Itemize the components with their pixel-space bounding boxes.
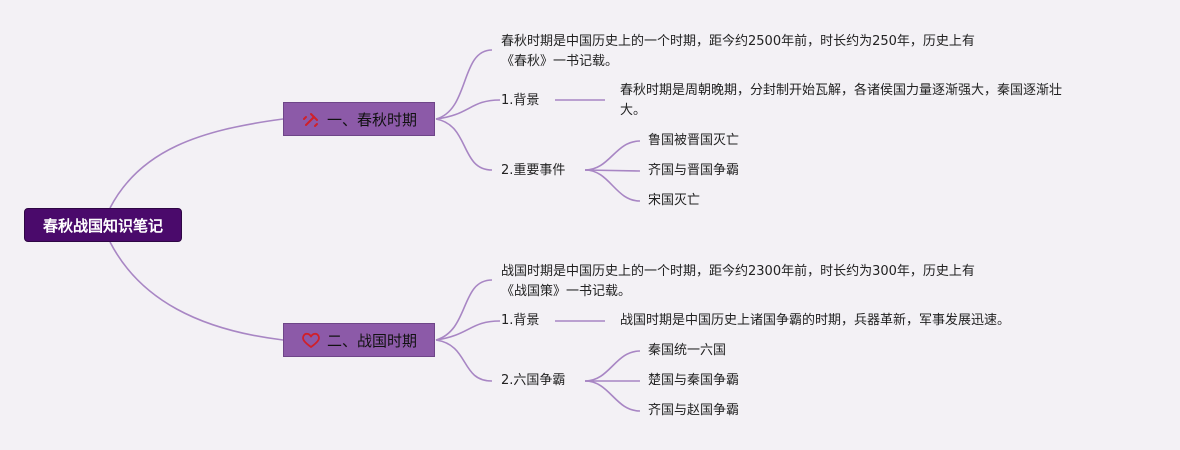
- b1-background-line1: 春秋时期是周朝晚期，分封制开始瓦解，各诸侯国力量逐渐强大，秦国逐渐壮: [620, 83, 1063, 98]
- link-root-branch1: [109, 118, 284, 209]
- b1-event-item: 齐国与晋国争霸: [648, 163, 740, 178]
- link-b1-background: [435, 99, 501, 120]
- b2-background-text: 战国时期是中国历史上诸国争霸的时期，兵器革新，军事发展迅速。: [620, 311, 1010, 331]
- b2-intro-text: 战国时期是中国历史上的一个时期，距今约2300年前，时长约为300年，历史上有 …: [501, 262, 975, 302]
- b1-intro-text: 春秋时期是中国历史上的一个时期，距今约2500年前，时长约为250年，历史上有 …: [501, 32, 975, 72]
- b2-background-label: 1.背景: [501, 313, 540, 328]
- b2-events-label: 2.六国争霸: [501, 373, 566, 388]
- link-b2-events: [435, 339, 493, 382]
- hammer-icon: [301, 109, 321, 129]
- link-b1-intro: [435, 49, 493, 120]
- b1-background-label: 1.背景: [501, 93, 540, 108]
- b2-event-item: 齐国与赵国争霸: [648, 403, 740, 418]
- b1-event-item: 鲁国被晋国灭亡: [648, 133, 740, 148]
- b2-event-item: 秦国统一六国: [648, 343, 727, 358]
- root-title: 春秋战国知识笔记: [42, 216, 163, 235]
- link-b2-intro: [435, 279, 493, 341]
- link-b1-event-2: [584, 169, 641, 172]
- b1-background-text: 春秋时期是周朝晚期，分封制开始瓦解，各诸侯国力量逐渐强大，秦国逐渐壮 大。: [620, 81, 1062, 121]
- b2-background-line1: 战国时期是中国历史上诸国争霸的时期，兵器革新，军事发展迅速。: [620, 313, 1011, 328]
- link-b2-background: [435, 320, 501, 341]
- b2-intro-line1: 战国时期是中国历史上的一个时期，距今约2300年前，时长约为300年，历史上有: [501, 264, 975, 279]
- branch-title: 一、春秋时期: [326, 110, 417, 129]
- link-root-branch2: [109, 241, 284, 341]
- link-b1-event-3: [584, 169, 641, 202]
- root-node[interactable]: 春秋战国知识笔记: [24, 208, 182, 242]
- link-b2-event-1: [584, 350, 641, 382]
- link-b2-event-3: [584, 380, 641, 412]
- heart-icon: [301, 330, 321, 350]
- b1-event-item: 宋国灭亡: [648, 193, 701, 208]
- b1-intro-line2: 《春秋》一书记载。: [501, 54, 619, 69]
- b2-event-item: 楚国与秦国争霸: [648, 373, 740, 388]
- link-b1-events: [435, 118, 493, 171]
- b1-events-label: 2.重要事件: [501, 163, 566, 178]
- branch-node-spring-autumn[interactable]: 一、春秋时期: [283, 102, 435, 136]
- link-b1-event-1: [584, 140, 641, 171]
- b2-intro-line2: 《战国策》一书记载。: [501, 284, 632, 299]
- branch-node-warring-states[interactable]: 二、战国时期: [283, 323, 435, 357]
- b1-intro-line1: 春秋时期是中国历史上的一个时期，距今约2500年前，时长约为250年，历史上有: [501, 34, 975, 49]
- b1-background-line2: 大。: [620, 103, 647, 118]
- branch-title: 二、战国时期: [326, 331, 417, 350]
